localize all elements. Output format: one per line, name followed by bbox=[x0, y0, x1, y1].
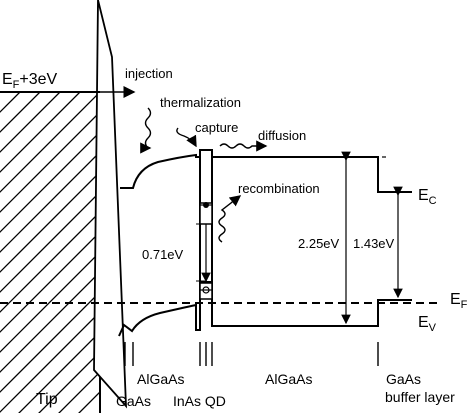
capture-label: capture bbox=[195, 120, 238, 135]
injection-label: injection bbox=[125, 66, 173, 81]
gaas-gap-label: 1.43eV bbox=[353, 236, 395, 251]
recombination-wavy-arrow bbox=[218, 195, 242, 243]
buffer-gaas-label: GaAs bbox=[386, 371, 421, 387]
inas-qd-label: InAs QD bbox=[173, 393, 226, 409]
diffusion-wavy-arrow bbox=[219, 140, 268, 152]
thermalization-label: thermalization bbox=[160, 95, 241, 110]
ef-label: EF bbox=[450, 291, 468, 311]
gaas-layer-label: GaAs bbox=[116, 393, 151, 409]
valence-band bbox=[118, 281, 412, 337]
algaas-layer-label-2: AlGaAs bbox=[265, 371, 312, 387]
tip-fermi-label: EF+3eV bbox=[2, 71, 58, 91]
capture-arrow bbox=[176, 127, 197, 148]
tip-label: Tip bbox=[36, 391, 58, 408]
layer-ticks bbox=[124, 342, 379, 366]
algaas-gap-label: 2.25eV bbox=[298, 236, 340, 251]
algaas-layer-label-1: AlGaAs bbox=[137, 371, 184, 387]
tip-hatch bbox=[0, 92, 100, 413]
ev-label: EV bbox=[418, 314, 437, 334]
vacuum-barrier bbox=[93, 0, 128, 409]
buffer-layer-label: buffer layer bbox=[385, 389, 455, 405]
conduction-band bbox=[120, 149, 412, 193]
recombination-label: recombination bbox=[238, 181, 320, 196]
diffusion-label: diffusion bbox=[258, 128, 306, 143]
dot-gap-label: 0.71eV bbox=[142, 247, 184, 262]
ec-label: EC bbox=[418, 187, 437, 207]
thermalization-wavy-arrow bbox=[140, 107, 152, 154]
